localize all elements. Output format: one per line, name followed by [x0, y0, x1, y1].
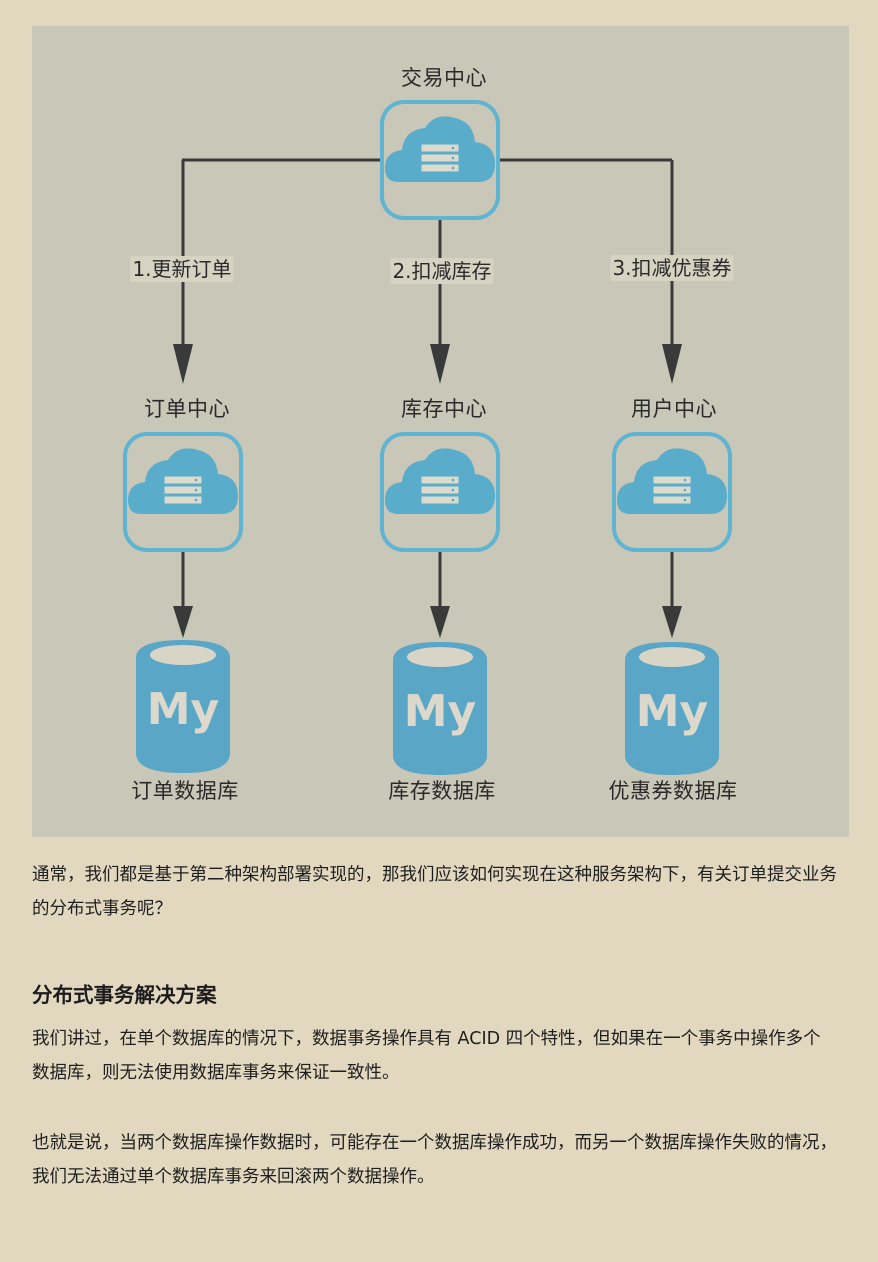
paragraph-rollback: 也就是说，当两个数据库操作数据时，可能存在一个数据库操作成功，而另一个数据库操作… [32, 1133, 837, 1187]
transaction-center-label: 交易中心 [401, 66, 487, 90]
paragraph-intro: 通常，我们都是基于第二种架构部署实现的，那我们应该如何实现在这种服务架构下，有关… [32, 865, 837, 919]
user-center-node [614, 434, 730, 550]
inventory-center-label: 库存中心 [401, 397, 487, 421]
step-label-deduct-inventory: 2.扣减库存 [390, 258, 494, 284]
inventory-db-label: 库存数据库 [388, 779, 496, 803]
inventory-center-node [382, 434, 498, 550]
order-center-node [125, 434, 241, 550]
paragraph-acid: 我们讲过，在单个数据库的情况下，数据事务操作具有 ACID 四个特性，但如果在一… [32, 1029, 821, 1083]
user-center-label: 用户中心 [631, 397, 717, 421]
diagram-graphics: My [32, 26, 849, 775]
transaction-center-node [382, 102, 498, 218]
order-db-icon [136, 640, 230, 773]
architecture-diagram: My 交易中心 1.更新订单 2.扣减库存 3 [32, 26, 849, 837]
inventory-db-icon [393, 642, 487, 775]
section-heading: 分布式事务解决方案 [32, 983, 217, 1007]
step-label-deduct-coupon: 3.扣减优惠券 [610, 255, 734, 281]
coupon-db-icon [625, 642, 719, 775]
coupon-db-label: 优惠券数据库 [608, 779, 738, 803]
step-label-update-order: 1.更新订单 [130, 256, 234, 282]
order-center-label: 订单中心 [144, 397, 230, 421]
order-db-label: 订单数据库 [131, 779, 239, 803]
